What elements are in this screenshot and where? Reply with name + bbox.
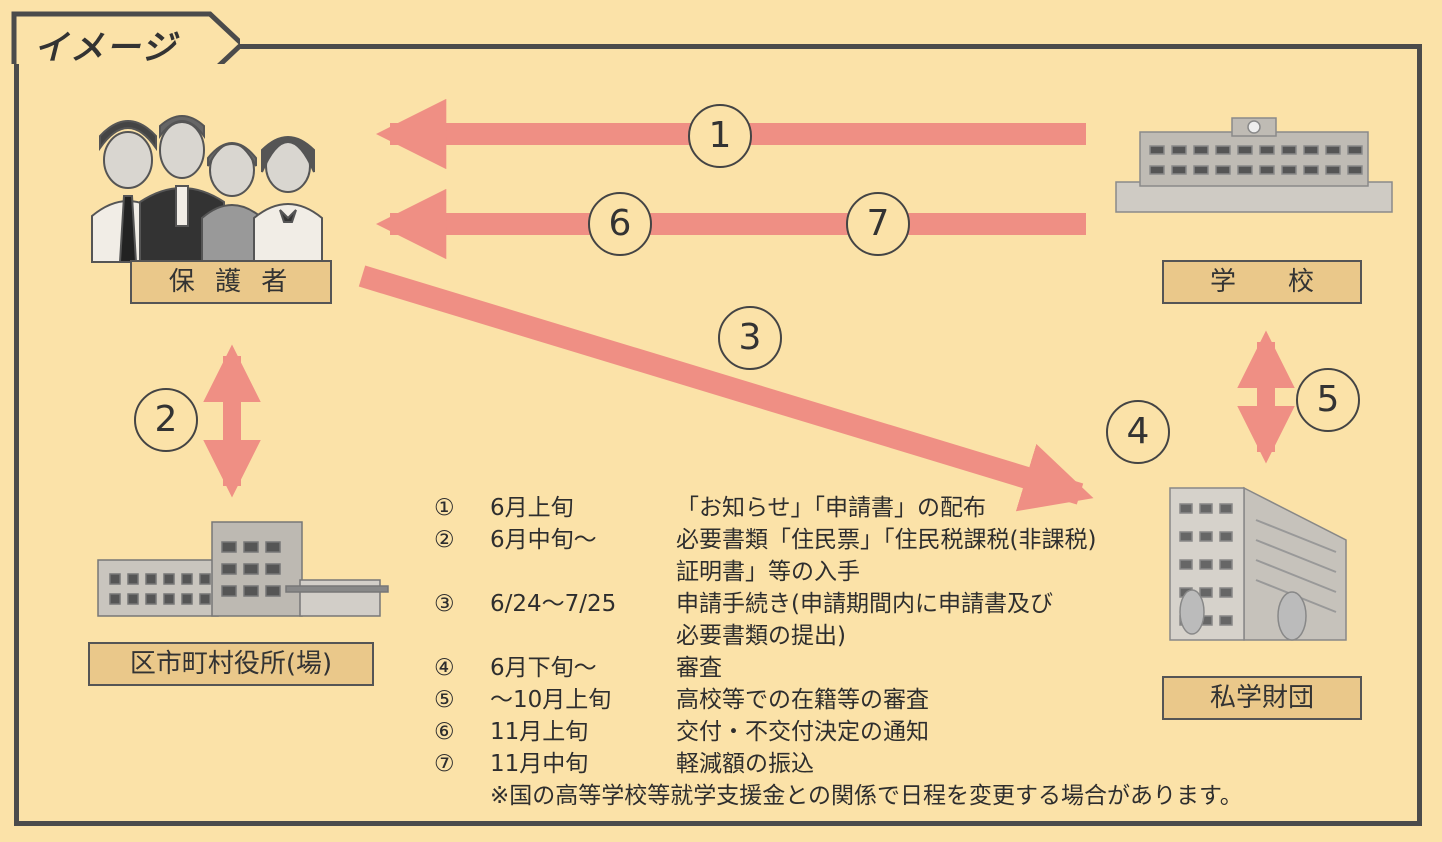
step-5-badge: 5 (1296, 368, 1360, 432)
schedule-number: ⑦ (434, 751, 455, 777)
schedule-number: ② (434, 527, 455, 553)
schedule-description: 「お知らせ」「申請書」の配布 (676, 495, 987, 521)
municipal-office-label: 区市町村役所(場) (88, 642, 374, 686)
schedule-date: 11月上旬 (490, 719, 589, 745)
schedule-description: 証明書」等の入手 (676, 559, 860, 585)
schedule-number: ④ (434, 655, 455, 681)
step-7-badge: 7 (846, 192, 910, 256)
step-6-badge: 6 (588, 192, 652, 256)
schedule-description: 軽減額の振込 (676, 751, 814, 777)
diagram-frame (14, 44, 1422, 826)
schedule-date: 6/24〜7/25 (490, 591, 617, 617)
schedule-description: 審査 (676, 655, 722, 681)
schedule-description: 必要書類の提出) (676, 623, 846, 649)
schedule-number: ⑤ (434, 687, 455, 713)
foundation-label: 私学財団 (1162, 676, 1362, 720)
schedule-date: 〜10月上旬 (490, 687, 612, 713)
step-4-badge: 4 (1106, 400, 1170, 464)
schedule-date: 6月中旬〜 (490, 527, 597, 553)
step-2-badge: 2 (134, 388, 198, 452)
schedule-number: ⑥ (434, 719, 455, 745)
schedule-date: 6月下旬〜 (490, 655, 597, 681)
schedule-description: 交付・不交付決定の通知 (676, 719, 929, 745)
schedule-date: 11月中旬 (490, 751, 589, 777)
guardian-label: 保 護 者 (130, 260, 332, 304)
schedule-description: 申請手続き(申請期間内に申請書及び (676, 591, 1053, 617)
arrow-step-3 (358, 265, 1094, 512)
step-3-badge: 3 (718, 306, 782, 370)
schedule-date: 6月上旬 (490, 495, 574, 521)
schedule-description: 必要書類「住民票」「住民税課税(非課税) (676, 527, 1097, 553)
schedule-number: ① (434, 495, 455, 521)
diagram-title: イメージ (34, 28, 178, 68)
school-label: 学 校 (1162, 260, 1362, 304)
schedule-description: 高校等での在籍等の審査 (676, 687, 929, 713)
step-1-badge: 1 (688, 104, 752, 168)
schedule-footnote: ※国の高等学校等就学支援金との関係で日程を変更する場合があります。 (490, 783, 1243, 809)
schedule-number: ③ (434, 591, 455, 617)
